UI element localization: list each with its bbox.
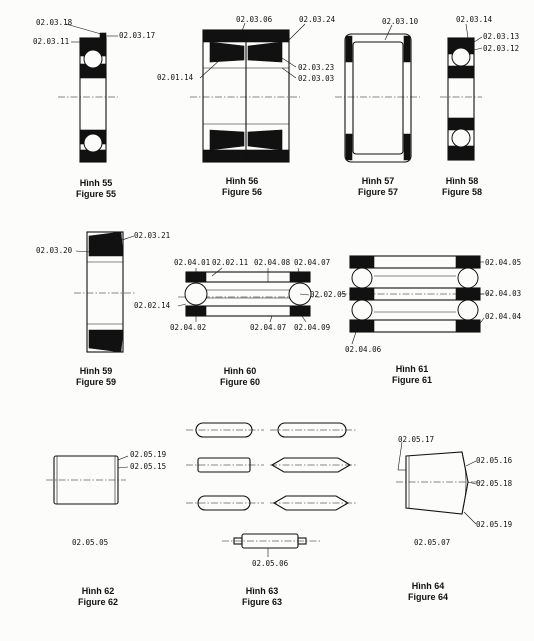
label-02-04-08: 02.04.08 bbox=[254, 258, 291, 267]
label-02-03-11: 02.03.11 bbox=[33, 37, 69, 46]
caption-vi-58: Hình 58 bbox=[446, 176, 479, 186]
caption-vi-60: Hình 60 bbox=[224, 366, 257, 376]
label-02-03-17: 02.03.17 bbox=[119, 31, 155, 40]
label-02-05-15: 02.05.15 bbox=[130, 462, 166, 471]
figure-63: 02.05.06 Hình 63 Figure 63 bbox=[186, 422, 356, 607]
figure-58: 02.03.14 02.03.13 02.03.12 Hình 58 Figur… bbox=[440, 15, 519, 197]
label-02-02-11: 02.02.11 bbox=[212, 258, 248, 267]
caption-vi-64: Hình 64 bbox=[412, 581, 445, 591]
label-02-04-05: 02.04.05 bbox=[485, 258, 521, 267]
caption-vi-55: Hình 55 bbox=[80, 178, 113, 188]
caption-en-56: Figure 56 bbox=[222, 187, 262, 197]
caption-en-60: Figure 60 bbox=[220, 377, 260, 387]
label-02-03-23: 02.03.23 bbox=[298, 63, 334, 72]
caption-en-62: Figure 62 bbox=[78, 597, 118, 607]
label-02-05-19: 02.05.19 bbox=[130, 450, 166, 459]
label-02-04-01: 02.04.01 bbox=[174, 258, 210, 267]
caption-en-59: Figure 59 bbox=[76, 377, 116, 387]
label-02-03-12: 02.03.12 bbox=[483, 44, 519, 53]
label-02-04-07-b: 02.04.07 bbox=[250, 323, 286, 332]
figure-55: 02.03.18 02.03.11 02.03.17 Hình 55 Figur… bbox=[33, 18, 155, 199]
label-02-03-03: 02.03.03 bbox=[298, 74, 334, 83]
caption-vi-63: Hình 63 bbox=[246, 586, 279, 596]
caption-vi-56: Hình 56 bbox=[226, 176, 259, 186]
figure-59: 02.03.21 02.03.20 Hình 59 Figure 59 bbox=[36, 231, 170, 387]
label-02-03-20: 02.03.20 bbox=[36, 246, 73, 255]
caption-vi-57: Hình 57 bbox=[362, 176, 395, 186]
caption-en-61: Figure 61 bbox=[392, 375, 432, 385]
caption-en-57: Figure 57 bbox=[358, 187, 398, 197]
label-02-05-18: 02.05.18 bbox=[476, 479, 513, 488]
label-02-05-16: 02.05.16 bbox=[476, 456, 513, 465]
label-02-05-07: 02.05.07 bbox=[414, 538, 450, 547]
figure-64: 02.05.17 02.05.16 02.05.18 02.05.19 02.0… bbox=[396, 435, 513, 602]
label-02-03-24: 02.03.24 bbox=[299, 15, 336, 24]
label-02-04-03: 02.04.03 bbox=[485, 289, 521, 298]
label-02-03-21: 02.03.21 bbox=[134, 231, 170, 240]
figure-61: 02.04.05 02.04.03 02.04.04 02.04.06 Hình… bbox=[340, 255, 522, 385]
caption-en-55: Figure 55 bbox=[76, 189, 116, 199]
label-02-05-19-b: 02.05.19 bbox=[476, 520, 512, 529]
label-02-03-10: 02.03.10 bbox=[382, 17, 419, 26]
label-02-05-06: 02.05.06 bbox=[252, 559, 289, 568]
caption-en-64: Figure 64 bbox=[408, 592, 448, 602]
caption-en-58: Figure 58 bbox=[442, 187, 482, 197]
label-02-05-17: 02.05.17 bbox=[398, 435, 434, 444]
figure-56: 02.03.06 02.03.24 02.01.14 02.03.23 02.0… bbox=[157, 15, 336, 197]
label-02-01-14: 02.01.14 bbox=[157, 73, 194, 82]
label-02-04-09: 02.04.09 bbox=[294, 323, 330, 332]
label-02-04-06: 02.04.06 bbox=[345, 345, 382, 354]
label-02-02-14: 02.02.14 bbox=[134, 301, 171, 310]
label-02-04-07: 02.04.07 bbox=[294, 258, 330, 267]
label-02-03-14: 02.03.14 bbox=[456, 15, 493, 24]
caption-vi-59: Hình 59 bbox=[80, 366, 113, 376]
label-02-03-13: 02.03.13 bbox=[483, 32, 519, 41]
label-02-05-05: 02.05.05 bbox=[72, 538, 108, 547]
figure-57: 02.03.10 Hình 57 Figure 57 bbox=[335, 17, 420, 197]
figure-62: 02.05.19 02.05.15 02.05.05 Hình 62 Figur… bbox=[46, 450, 166, 607]
caption-en-63: Figure 63 bbox=[242, 597, 282, 607]
label-02-04-02: 02.04.02 bbox=[170, 323, 206, 332]
figure-60: 02.04.01 02.02.11 02.04.08 02.04.07 02.0… bbox=[134, 258, 346, 387]
caption-vi-62: Hình 62 bbox=[82, 586, 115, 596]
caption-vi-61: Hình 61 bbox=[396, 364, 429, 374]
label-02-03-18: 02.03.18 bbox=[36, 18, 73, 27]
label-02-03-06: 02.03.06 bbox=[236, 15, 273, 24]
label-02-02-05: 02.02.05 bbox=[310, 290, 346, 299]
label-02-04-04: 02.04.04 bbox=[485, 312, 522, 321]
